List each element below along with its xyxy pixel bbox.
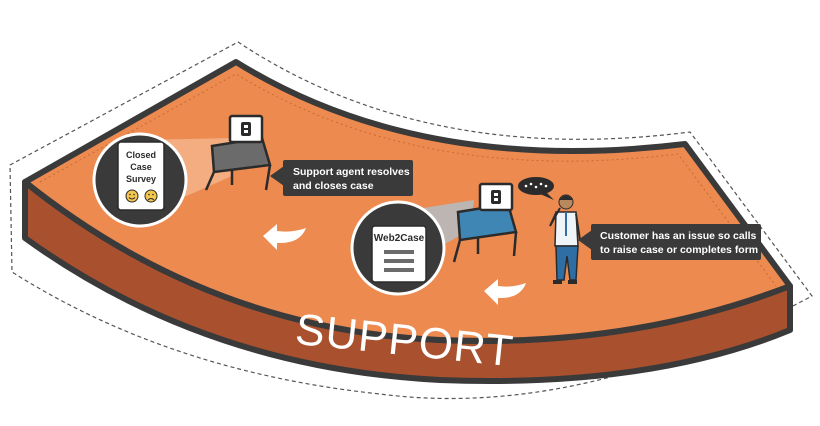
survey-title-line1: Closed [126, 150, 156, 160]
agent-callout-line2: and closes case [293, 180, 374, 192]
web2case-title: Web2Case [374, 233, 425, 244]
agent-desk [204, 114, 272, 191]
customer-desk [452, 182, 518, 263]
customer-callout: Customer has an issue so calls to raise … [578, 224, 761, 260]
survey-title-line2: Case [130, 162, 152, 172]
platform-inner-dashes [39, 73, 777, 287]
flow-arrow-icon [484, 279, 526, 305]
laptop-icon [241, 122, 251, 136]
customer-callout-line1: Customer has an issue so calls [600, 230, 757, 242]
customer-callout-line2: to raise case or completes form [600, 244, 758, 256]
form-line [384, 259, 414, 263]
customer-figure [549, 194, 581, 284]
frown-face-icon [144, 189, 158, 203]
platform-top [22, 59, 793, 344]
smiley-face-icon [125, 189, 139, 203]
form-line [384, 250, 414, 254]
agent-callout: Support agent resolves and closes case [270, 160, 413, 196]
form-line [384, 268, 414, 272]
survey-title-line3: Survey [126, 174, 156, 184]
agent-callout-line1: Support agent resolves [293, 166, 410, 178]
computer-icon [491, 190, 501, 204]
flow-arrow-icon [263, 224, 306, 250]
speech-bubble-icon [518, 177, 554, 200]
